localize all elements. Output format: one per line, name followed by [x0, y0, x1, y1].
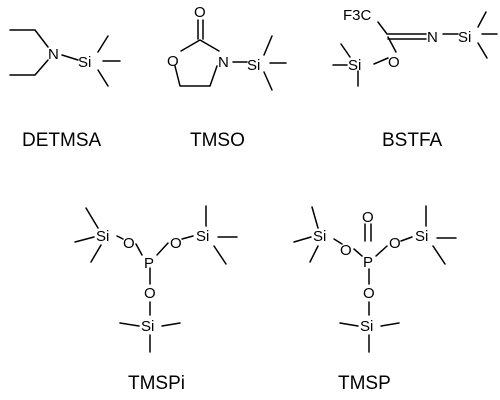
atom-label: N — [48, 46, 59, 63]
bond — [61, 54, 79, 61]
bond — [181, 235, 194, 240]
bond — [116, 235, 124, 240]
molecule-name: DETMSA — [22, 130, 102, 151]
bond — [156, 242, 169, 256]
atom-label: O — [388, 54, 400, 71]
molecule-name: TMSP — [338, 373, 391, 394]
atom-label: O — [144, 285, 156, 302]
bond — [119, 322, 140, 327]
atom-label: Si — [247, 57, 260, 74]
atom-label: Si — [78, 54, 91, 71]
bond — [377, 21, 388, 35]
bond — [400, 236, 413, 242]
molecule-name: TMSO — [190, 130, 245, 151]
atom-label: Si — [458, 29, 471, 46]
bond — [477, 11, 487, 28]
bond — [9, 29, 49, 48]
bond — [74, 236, 95, 243]
bond — [353, 248, 363, 257]
atom-label: N — [218, 54, 229, 71]
bond — [213, 245, 227, 265]
atom-label: P — [144, 255, 154, 272]
bond — [339, 322, 359, 327]
atom-label: O — [167, 53, 179, 70]
bond — [90, 244, 102, 263]
bond — [333, 238, 343, 245]
bond — [174, 65, 218, 87]
atom-label: O — [194, 4, 206, 21]
atom-label: Si — [348, 57, 361, 74]
atom-label: Si — [141, 318, 154, 335]
atom-label: N — [427, 29, 438, 46]
atom-label: O — [363, 285, 375, 302]
molecule-name: TMSPi — [128, 373, 185, 394]
bond — [85, 207, 99, 229]
bond — [340, 43, 351, 58]
bond — [293, 236, 312, 243]
bond — [309, 245, 319, 263]
bond — [97, 35, 109, 53]
atom-label: Si — [415, 228, 428, 245]
bond — [311, 206, 319, 229]
bond — [387, 36, 397, 53]
bond — [97, 69, 109, 87]
structure-tmso: O O N Si — [167, 4, 287, 91]
bond — [263, 71, 273, 91]
bond — [477, 42, 488, 59]
bond — [180, 39, 220, 52]
bond — [432, 245, 446, 265]
bond — [161, 322, 181, 327]
molecule-name: BSTFA — [382, 130, 443, 151]
bond — [263, 35, 273, 56]
bond — [373, 57, 389, 65]
atom-label: O — [362, 209, 374, 226]
atom-label: O — [123, 235, 135, 252]
bond — [380, 322, 400, 327]
atom-label: Si — [196, 228, 209, 245]
bond — [135, 243, 143, 256]
atom-label: Si — [360, 318, 373, 335]
structure-bstfa: F3C N Si Si O — [332, 7, 498, 87]
atom-label: F3C — [343, 7, 372, 24]
atom-label: Si — [96, 228, 109, 245]
atom-label: P — [363, 254, 373, 271]
atom-label: O — [340, 242, 352, 259]
bond — [375, 245, 388, 257]
structure-detmsa: N Si — [9, 29, 121, 87]
bond — [9, 59, 49, 76]
atom-label: O — [170, 235, 182, 252]
atom-label: Si — [313, 228, 326, 245]
structure-tmsp: Si O P O O Si O Si — [293, 205, 457, 353]
atom-label: O — [389, 235, 401, 252]
structure-tmspi: Si O P O Si O Si — [74, 205, 238, 353]
